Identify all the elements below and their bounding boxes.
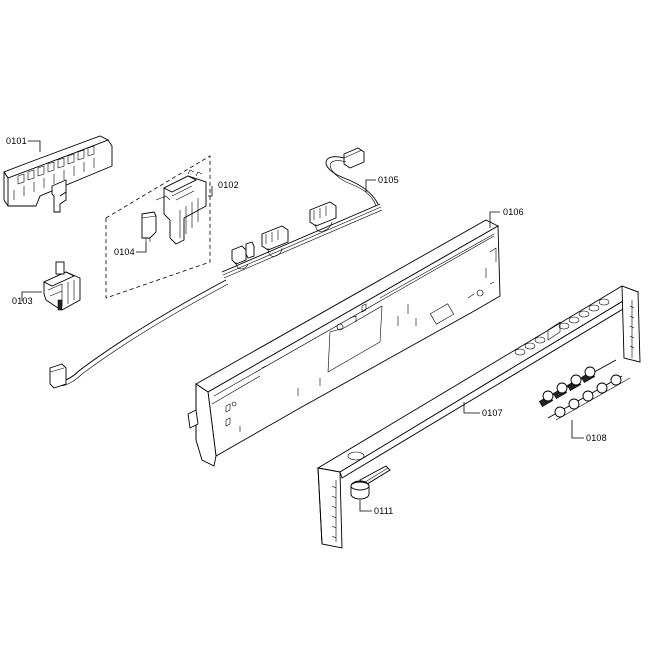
- label-0102: 0102: [218, 180, 239, 190]
- part-0108-drawing: [538, 359, 631, 421]
- label-0111: 0111: [374, 506, 394, 516]
- part-0103-drawing: [42, 261, 81, 311]
- part-0105-drawing: [49, 147, 383, 389]
- part-0107-drawing: [316, 285, 641, 549]
- label-0101: 0101: [6, 136, 27, 146]
- button-holes: [514, 298, 610, 356]
- label-0104: 0104: [114, 247, 135, 257]
- part-0106-drawing: [187, 219, 501, 467]
- label-0106: 0106: [503, 207, 524, 217]
- label-0108: 0108: [586, 433, 607, 443]
- part-0101-drawing: [3, 135, 113, 213]
- leader-lines: [21, 140, 584, 512]
- part-0111-drawing: [350, 465, 391, 500]
- part-0102-group-drawing: [105, 155, 211, 299]
- label-0105: 0105: [378, 175, 399, 185]
- label-0103: 0103: [12, 296, 33, 306]
- label-0107: 0107: [482, 408, 503, 418]
